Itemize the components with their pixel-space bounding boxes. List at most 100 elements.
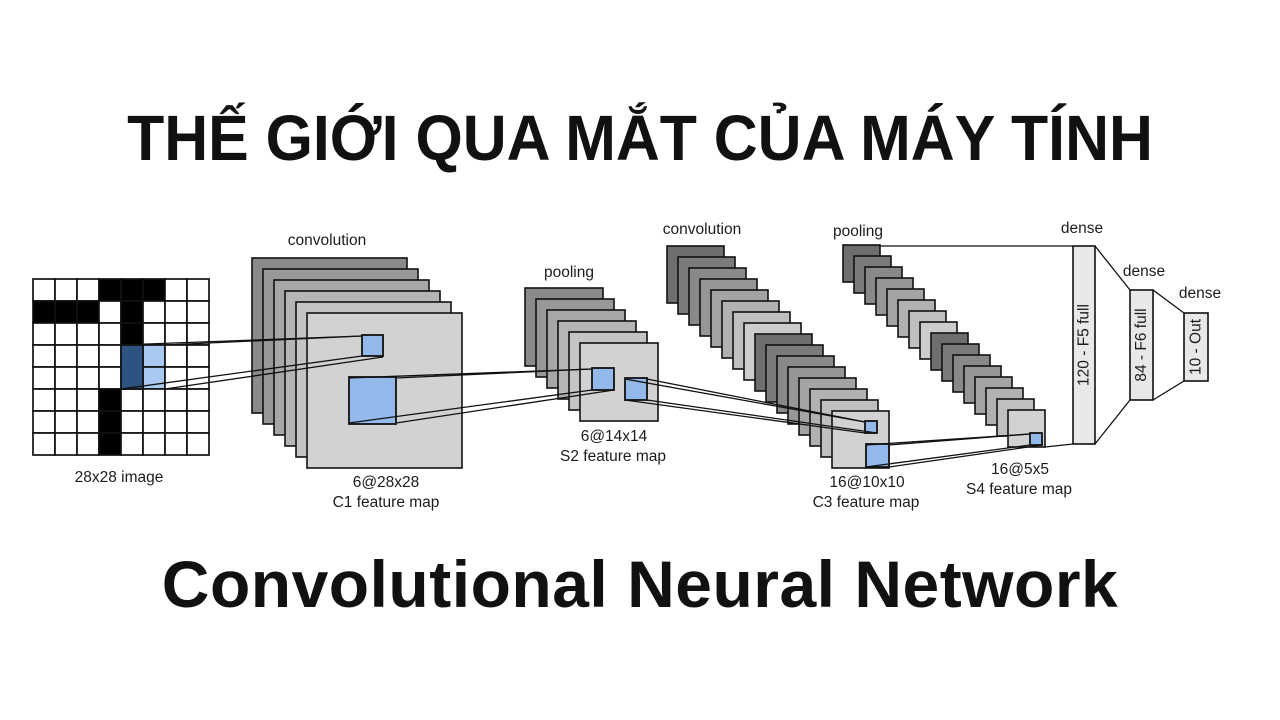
receptive-field-highlight xyxy=(361,334,384,357)
pixel-cell xyxy=(98,344,122,368)
connection-line xyxy=(646,399,878,434)
pixel-cell xyxy=(120,300,144,324)
pixel-cell xyxy=(54,300,78,324)
connection-line xyxy=(1152,289,1185,314)
op-label-convolution-1: convolution xyxy=(288,232,366,249)
receptive-field-highlight xyxy=(624,377,648,401)
pixel-cell xyxy=(32,410,56,434)
pixel-cell xyxy=(32,388,56,412)
connection-line xyxy=(888,433,1031,446)
pixel-cell xyxy=(164,300,188,324)
dense-bar-labels: 120 - F5 full 84 - F6 full 10 - Out xyxy=(1076,304,1205,386)
pixel-cell xyxy=(186,278,210,302)
page-title: THẾ GIỚI QUA MẮT CỦA MÁY TÍNH xyxy=(127,102,1153,174)
s4-name-label: S4 feature map xyxy=(966,481,1072,498)
pixel-cell xyxy=(54,366,78,390)
connection-line xyxy=(164,335,363,346)
receptive-field-highlight xyxy=(348,376,397,425)
pixel-cell xyxy=(54,410,78,434)
layer-captions: 28x28 image 6@28x28 C1 feature map 6@14x… xyxy=(75,428,1072,511)
connection-line xyxy=(624,378,866,423)
pixel-cell xyxy=(76,366,100,390)
connection-line xyxy=(1094,399,1131,445)
connection-line xyxy=(624,399,866,434)
pixel-cell xyxy=(142,278,166,302)
op-label-pooling-1: pooling xyxy=(544,264,594,281)
receptive-field-highlight xyxy=(865,443,890,468)
pixel-cell xyxy=(32,366,56,390)
pixel-cell xyxy=(120,432,144,456)
pixel-cell xyxy=(54,432,78,456)
page-subtitle: Convolutional Neural Network xyxy=(161,547,1119,621)
pixel-cell xyxy=(98,278,122,302)
pixel-cell xyxy=(54,344,78,368)
pixel-cell xyxy=(142,432,166,456)
pixel-cell xyxy=(164,432,188,456)
out-bar-label: 10 - Out xyxy=(1188,318,1205,375)
pixel-cell xyxy=(76,322,100,346)
pixel-cell xyxy=(120,410,144,434)
receptive-field-highlight xyxy=(591,367,615,391)
connection-line xyxy=(164,356,384,390)
connection-line xyxy=(1094,245,1131,291)
connection-line xyxy=(395,389,615,424)
pixel-cell xyxy=(54,278,78,302)
pixel-cell xyxy=(98,432,122,456)
pixel-cell xyxy=(186,300,210,324)
pixel-cell xyxy=(98,410,122,434)
c1-size-label: 6@28x28 xyxy=(353,474,420,491)
pixel-cell xyxy=(164,410,188,434)
pixel-cell xyxy=(142,344,166,368)
operation-labels: convolution pooling convolution pooling … xyxy=(288,220,1221,302)
pixel-cell xyxy=(186,344,210,368)
c3-name-label: C3 feature map xyxy=(813,494,920,511)
pixel-cell xyxy=(142,410,166,434)
op-label-dense-1: dense xyxy=(1061,220,1103,237)
pixel-cell xyxy=(76,432,100,456)
pixel-cell xyxy=(32,300,56,324)
out-dense-bar xyxy=(1183,312,1209,382)
pixel-cell xyxy=(164,344,188,368)
pixel-cell xyxy=(76,388,100,412)
pixel-cell xyxy=(32,278,56,302)
c3-size-label: 16@10x10 xyxy=(829,474,905,491)
f6-dense-bar xyxy=(1129,289,1154,401)
pixel-cell xyxy=(32,432,56,456)
pixel-cell xyxy=(142,388,166,412)
pixel-cell xyxy=(98,366,122,390)
pixel-cell xyxy=(54,322,78,346)
pixel-cell xyxy=(120,322,144,346)
pixel-cell xyxy=(32,322,56,346)
connection-line xyxy=(1152,380,1185,401)
pixel-cell xyxy=(76,300,100,324)
pixel-cell xyxy=(54,388,78,412)
connection-line xyxy=(1044,443,1074,448)
pixel-cell xyxy=(98,388,122,412)
pixel-cell xyxy=(164,322,188,346)
input-image-label: 28x28 image xyxy=(75,469,164,486)
receptive-field-highlight xyxy=(1029,432,1043,446)
c1-name-label: C1 feature map xyxy=(333,494,440,511)
pixel-cell xyxy=(120,278,144,302)
s4-size-label: 16@5x5 xyxy=(991,461,1049,478)
f6-bar-label: 84 - F6 full xyxy=(1133,308,1150,381)
op-label-pooling-2: pooling xyxy=(833,223,883,240)
s2-size-label: 6@14x14 xyxy=(581,428,648,445)
pixel-cell xyxy=(76,344,100,368)
receptive-field-highlight xyxy=(864,420,878,434)
pixel-cell xyxy=(142,322,166,346)
pixel-cell xyxy=(186,432,210,456)
pixel-cell xyxy=(164,278,188,302)
pixel-cell xyxy=(98,322,122,346)
connection-line xyxy=(646,378,866,423)
op-label-dense-3: dense xyxy=(1179,285,1221,302)
pixel-cell xyxy=(186,388,210,412)
f5-dense-bar xyxy=(1072,245,1096,445)
pixel-cell xyxy=(164,388,188,412)
pixel-cell xyxy=(98,300,122,324)
pixel-cell xyxy=(186,410,210,434)
pixel-cell xyxy=(142,300,166,324)
diagram-shapes xyxy=(32,244,1209,469)
